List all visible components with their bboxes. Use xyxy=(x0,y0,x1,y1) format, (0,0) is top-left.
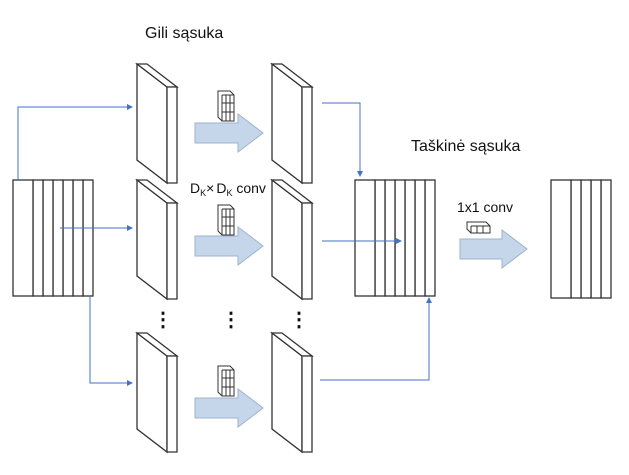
depthwise-output-channel-1 xyxy=(270,62,314,185)
stack-slice xyxy=(600,179,612,299)
stack-front-face xyxy=(550,179,572,299)
concat-stack-slices xyxy=(354,179,436,297)
connector-input-to-branch-3 xyxy=(89,296,128,384)
depthwise-input-channel-3 xyxy=(135,331,179,454)
connector-arrowhead xyxy=(396,238,402,244)
depthwise-kernel-label: DK×DK conv xyxy=(190,180,266,198)
stack-slice xyxy=(42,179,54,297)
stack-slice xyxy=(82,179,94,297)
block-arrow xyxy=(194,112,264,154)
output-stack-slices xyxy=(550,179,612,299)
depthwise-title: Gili sąsuka xyxy=(145,25,223,42)
stack-slice xyxy=(384,179,396,297)
block-arrow xyxy=(194,387,264,429)
stack-slice xyxy=(570,179,582,299)
depthwise-kernel-icon xyxy=(217,90,235,122)
block-arrow xyxy=(194,225,264,267)
connector-lines xyxy=(17,102,432,386)
connector-arrowhead xyxy=(127,380,133,386)
stack-front-face xyxy=(354,179,376,297)
stack-slice xyxy=(580,179,592,299)
kernel-d-1: D xyxy=(190,180,200,196)
kernel-sub-2: K xyxy=(226,188,232,198)
connector-input-to-branch-1 xyxy=(17,106,128,180)
depthwise-input-channel-1 xyxy=(135,62,179,185)
block-arrow xyxy=(459,228,528,270)
connector-arrowhead xyxy=(127,225,133,231)
input-stack-slices xyxy=(12,179,94,297)
pointwise-kernel-icon xyxy=(466,221,491,234)
depthwise-output-channel-2 xyxy=(270,178,314,301)
stack-slice xyxy=(32,179,44,297)
connector-arrowhead xyxy=(357,171,363,177)
stack-slice xyxy=(424,179,436,297)
stack-slice xyxy=(590,179,602,299)
depthwise-kernel-icon xyxy=(217,204,235,236)
stack-front-face xyxy=(12,179,34,297)
ellipsis: ⋮ xyxy=(289,309,309,331)
stack-slice xyxy=(394,179,406,297)
kernel-times: × xyxy=(206,180,214,196)
ellipsis: ⋮ xyxy=(153,309,173,331)
connector-branch-1-to-concat xyxy=(322,102,361,172)
kernel-conv: conv xyxy=(232,180,265,196)
pointwise-title: Taškinė sąsuka xyxy=(411,138,520,155)
stack-slice xyxy=(72,179,84,297)
stack-slice xyxy=(414,179,426,297)
connector-branch-3-to-concat xyxy=(320,302,430,381)
depthwise-input-channel-2 xyxy=(135,178,179,301)
stack-slice xyxy=(404,179,416,297)
connector-arrowhead xyxy=(426,297,432,303)
kernel-sub-1: K xyxy=(200,188,206,198)
depthwise-output-channel-3 xyxy=(270,331,314,454)
pointwise-kernel-label: 1x1 conv xyxy=(457,199,513,215)
depthwise-kernel-icon xyxy=(217,365,235,397)
stack-slice xyxy=(62,179,74,297)
stack-slice xyxy=(52,179,64,297)
stack-slice xyxy=(374,179,386,297)
kernel-d-2: D xyxy=(216,180,226,196)
ellipsis: ⋮ xyxy=(221,309,241,331)
connector-arrowhead xyxy=(127,104,133,110)
